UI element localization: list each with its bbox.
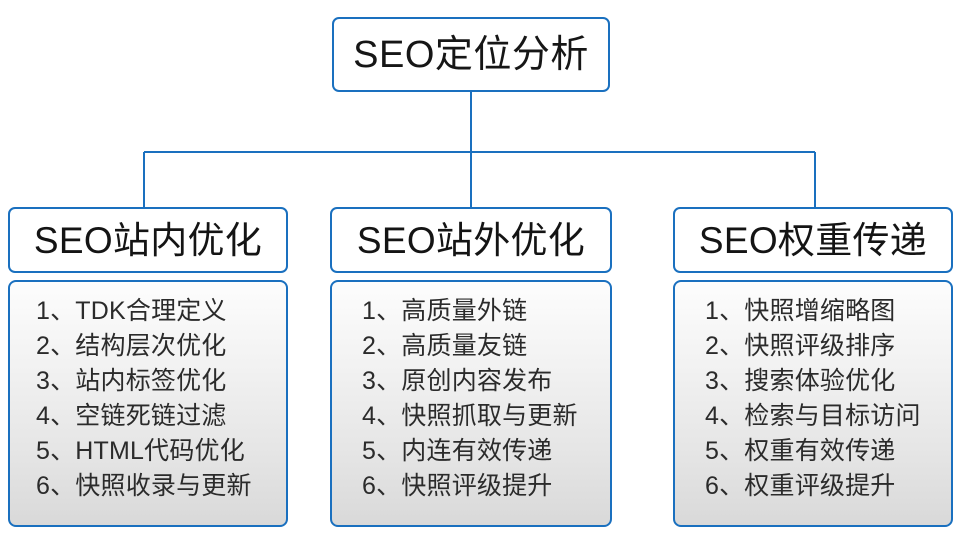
list-item: 3、站内标签优化: [36, 367, 227, 395]
branch-body-2: 1、高质量外链 2、高质量友链 3、原创内容发布 4、快照抓取与更新 5、内连有…: [330, 280, 612, 527]
list-item: 4、空链死链过滤: [36, 402, 227, 430]
branch-column-1[interactable]: SEO站内优化 1、TDK合理定义 2、结构层次优化 3、站内标签优化 4、空链…: [8, 207, 288, 527]
list-item: 5、权重有效传递: [705, 437, 896, 465]
root-node-label: SEO定位分析: [353, 33, 589, 76]
list-item: 2、结构层次优化: [36, 332, 227, 360]
branch-body-1: 1、TDK合理定义 2、结构层次优化 3、站内标签优化 4、空链死链过滤 5、H…: [8, 280, 288, 527]
branch-column-2[interactable]: SEO站外优化 1、高质量外链 2、高质量友链 3、原创内容发布 4、快照抓取与…: [330, 207, 612, 527]
branch-header-2[interactable]: SEO站外优化: [330, 207, 612, 273]
list-item: 1、高质量外链: [362, 297, 528, 325]
list-item: 3、搜索体验优化: [705, 367, 896, 395]
branch-header-label-3: SEO权重传递: [698, 219, 928, 261]
list-item: 5、内连有效传递: [362, 437, 553, 465]
list-item: 6、快照收录与更新: [36, 472, 252, 500]
list-item: 2、快照评级排序: [705, 332, 896, 360]
branch-header-1[interactable]: SEO站内优化: [8, 207, 288, 273]
list-item: 4、快照抓取与更新: [362, 402, 578, 430]
list-item: 1、TDK合理定义: [36, 297, 227, 325]
list-item: 3、原创内容发布: [362, 367, 553, 395]
branch-header-label-2: SEO站外优化: [356, 219, 586, 261]
list-item: 5、HTML代码优化: [36, 437, 245, 465]
list-item: 2、高质量友链: [362, 332, 528, 360]
branch-item-list-1: 1、TDK合理定义 2、结构层次优化 3、站内标签优化 4、空链死链过滤 5、H…: [10, 294, 286, 504]
branch-header-label-1: SEO站内优化: [33, 219, 263, 261]
root-node[interactable]: SEO定位分析: [332, 17, 610, 92]
branch-header-3[interactable]: SEO权重传递: [673, 207, 953, 273]
branch-item-list-2: 1、高质量外链 2、高质量友链 3、原创内容发布 4、快照抓取与更新 5、内连有…: [332, 294, 610, 504]
list-item: 6、权重评级提升: [705, 472, 896, 500]
branch-item-list-3: 1、快照增缩略图 2、快照评级排序 3、搜索体验优化 4、检索与目标访问 5、权…: [675, 294, 951, 504]
branch-column-3[interactable]: SEO权重传递 1、快照增缩略图 2、快照评级排序 3、搜索体验优化 4、检索与…: [673, 207, 953, 527]
list-item: 4、检索与目标访问: [705, 402, 921, 430]
list-item: 1、快照增缩略图: [705, 297, 896, 325]
list-item: 6、快照评级提升: [362, 472, 553, 500]
branch-body-3: 1、快照增缩略图 2、快照评级排序 3、搜索体验优化 4、检索与目标访问 5、权…: [673, 280, 953, 527]
